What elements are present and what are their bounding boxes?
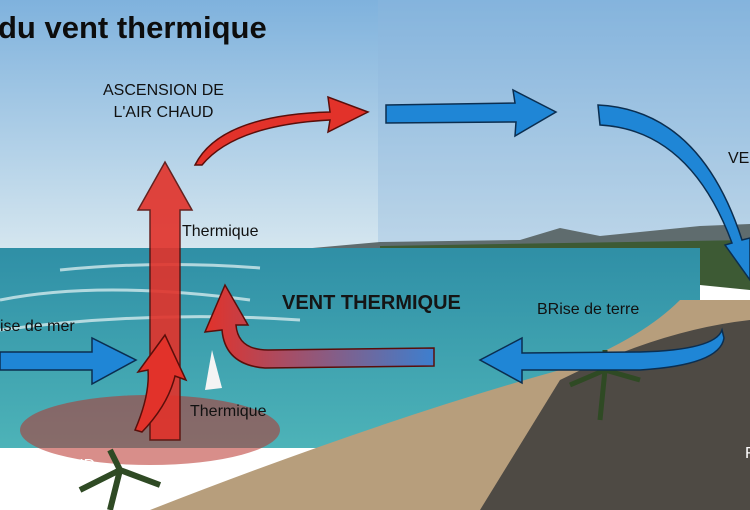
return-wind-arrow bbox=[203, 283, 435, 369]
sailboat bbox=[205, 350, 222, 390]
vent-thermique-label: VENT THERMIQUE bbox=[282, 292, 461, 314]
ascension-label: ASCENSION DE L'AIR CHAUD bbox=[103, 80, 224, 124]
sky-right-overlay bbox=[378, 0, 750, 250]
descending-arrow bbox=[597, 104, 750, 282]
thermique-bottom-label: Thermique bbox=[190, 403, 267, 420]
ascension-line-1: ASCENSION DE bbox=[103, 82, 224, 99]
ascension-curved-arrow bbox=[193, 95, 370, 166]
right-top-cut-label: VE bbox=[728, 150, 750, 167]
brise-terre-label: BRise de terre bbox=[537, 301, 640, 318]
palm-tree bbox=[569, 350, 641, 421]
diagram-title: du vent thermique bbox=[0, 10, 267, 45]
palm-tree bbox=[78, 448, 162, 510]
ascension-line-2: L'AIR CHAUD bbox=[113, 104, 214, 121]
small-thermal-arrow bbox=[133, 333, 188, 433]
right-bottom-cut-label: F bbox=[745, 445, 750, 462]
brise-mer-label: ise de mer bbox=[0, 318, 75, 335]
thermique-top-label: Thermique bbox=[182, 223, 259, 240]
land-breeze-arrow bbox=[478, 327, 725, 385]
terre-chaud-label: RRE CHAUD bbox=[0, 457, 96, 474]
dark-ground bbox=[480, 320, 750, 510]
upper-wind-arrow bbox=[385, 88, 558, 138]
sea-breeze-arrow bbox=[0, 336, 138, 386]
